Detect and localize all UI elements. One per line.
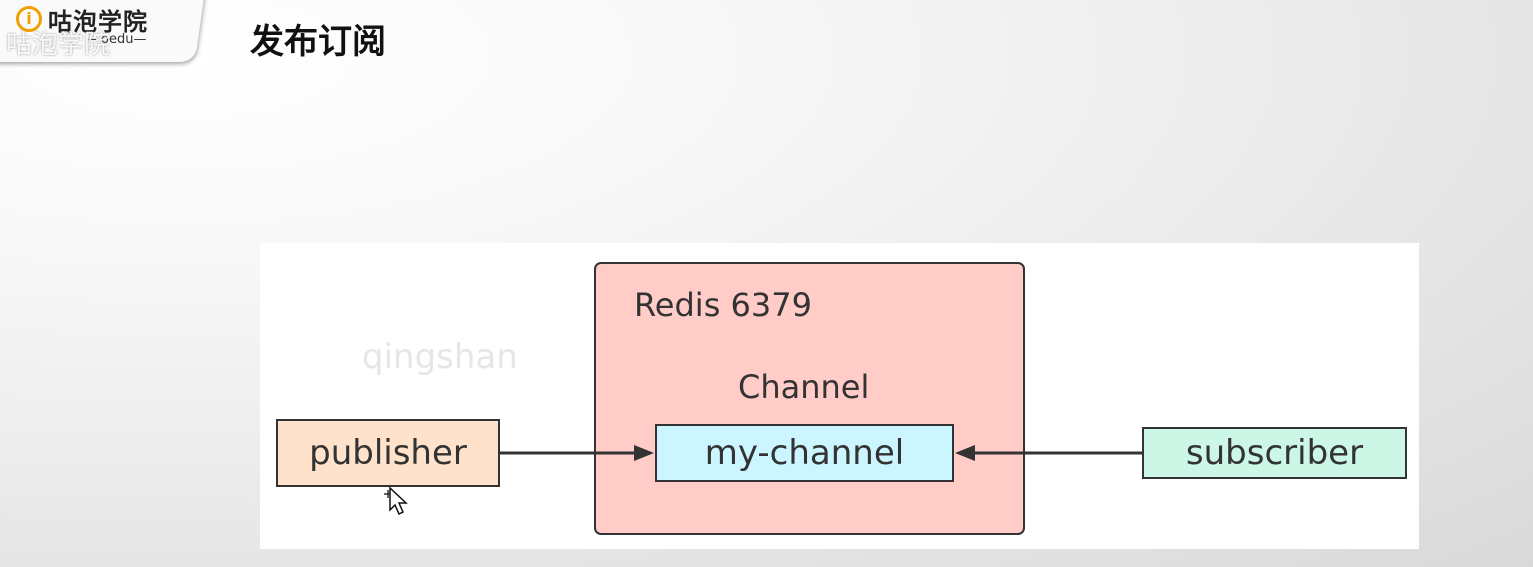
diagram-panel: qingshan Redis 6379 Channel publisher my… <box>260 243 1419 549</box>
diagram-watermark: qingshan <box>362 337 518 377</box>
logo-name: 咕泡学院 <box>48 8 148 36</box>
logo-watermark: 咕泡学院 <box>6 30 111 60</box>
channel-label: Channel <box>738 368 870 406</box>
publisher-node: publisher <box>276 419 500 487</box>
logo-subtitle: —oedu— <box>88 32 147 47</box>
redis-server-box: Redis 6379 Channel <box>594 262 1025 535</box>
cursor-icon <box>384 486 408 516</box>
channel-node: my-channel <box>655 424 954 482</box>
page-title: 发布订阅 <box>250 22 386 62</box>
subscriber-node: subscriber <box>1142 427 1407 479</box>
arrows <box>500 445 1142 461</box>
logo-icon: i <box>16 6 42 32</box>
redis-label: Redis 6379 <box>634 286 812 324</box>
subscriber-to-channel-arrow <box>955 445 1142 461</box>
logo: i 咕泡学院 —oedu— 咕泡学院 <box>6 2 206 60</box>
publisher-to-channel-arrow <box>500 445 654 461</box>
